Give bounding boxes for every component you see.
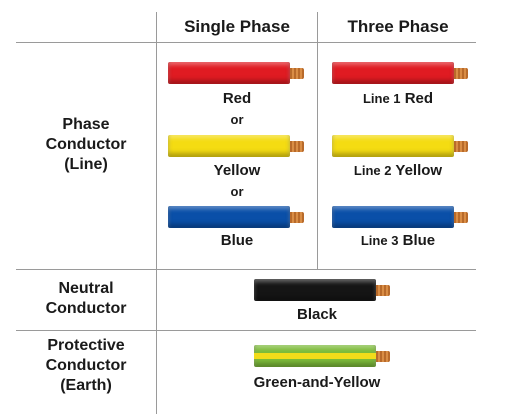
grid-vline-left <box>156 12 157 414</box>
grid-vline-mid <box>317 12 318 269</box>
label-line1: Line 1 Red <box>318 90 478 107</box>
label-line1-prefix: Line 1 <box>362 91 401 106</box>
label-yellow-single: Yellow <box>213 162 261 179</box>
header-three-phase: Three Phase <box>347 17 449 36</box>
label-or-1: or <box>230 112 244 127</box>
wire-yellow-single <box>168 135 304 157</box>
row-label-protective: Protective Conductor (Earth) <box>45 337 127 394</box>
label-line1-color: Red <box>404 90 434 107</box>
label-line3: Line 3 Blue <box>318 232 478 249</box>
grid-hline-neutral <box>16 330 476 331</box>
label-line3-color: Blue <box>402 232 436 249</box>
label-green-yellow: Green-and-Yellow <box>253 374 381 391</box>
label-line2: Line 2 Yellow <box>318 162 478 179</box>
wire-black-neutral <box>254 279 390 301</box>
label-or-2: or <box>230 184 244 199</box>
wire-red-single <box>168 62 304 84</box>
row-label-phase: Phase Conductor (Line) <box>45 116 127 173</box>
grid-hline-phase <box>16 269 476 270</box>
label-line2-prefix: Line 2 <box>353 163 392 178</box>
wire-red-three <box>332 62 468 84</box>
label-black: Black <box>296 306 338 323</box>
grid-hline-header <box>16 42 476 43</box>
label-line2-color: Yellow <box>395 162 443 179</box>
label-line3-prefix: Line 3 <box>360 233 399 248</box>
header-single-phase: Single Phase <box>184 17 290 36</box>
label-red-single: Red <box>222 90 252 107</box>
wire-yellow-three <box>332 135 468 157</box>
label-blue-single: Blue <box>220 232 254 249</box>
row-label-neutral: Neutral Conductor <box>45 280 127 317</box>
wire-blue-single <box>168 206 304 228</box>
wire-blue-three <box>332 206 468 228</box>
wire-green-yellow-earth <box>254 345 390 367</box>
